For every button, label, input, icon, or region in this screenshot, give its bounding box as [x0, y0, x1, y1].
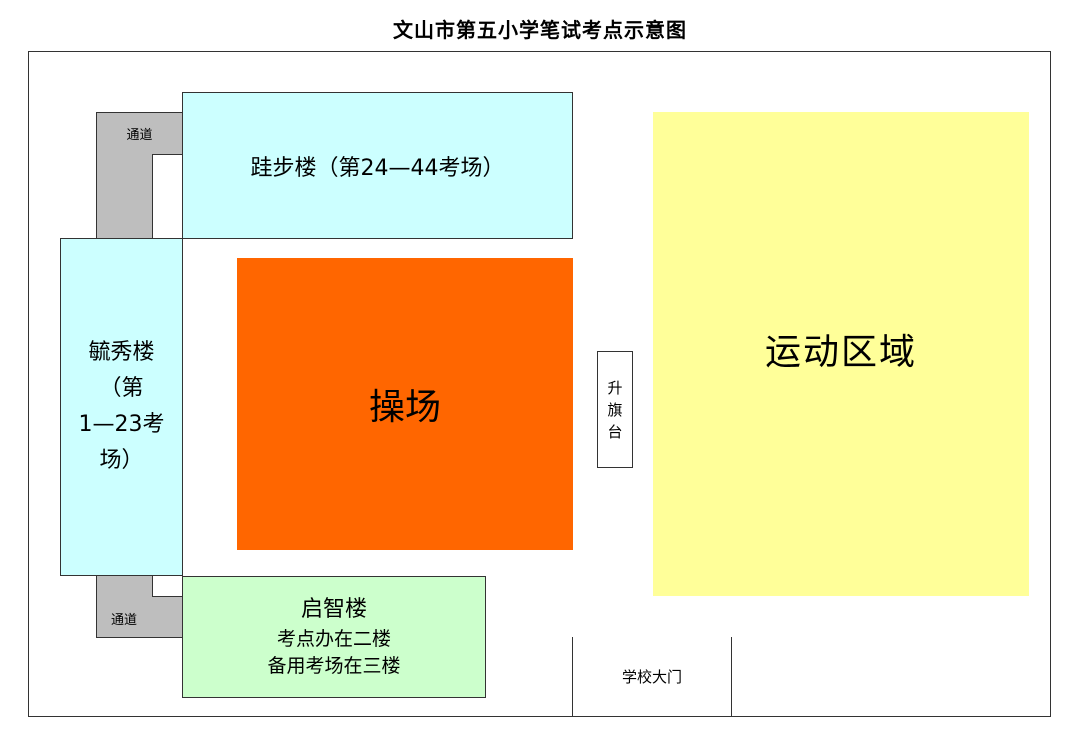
building-yuxiu: 毓秀楼 （第 1—23考 场）: [60, 238, 183, 576]
building-yuxiu-line: 毓秀楼: [88, 340, 155, 365]
building-qizhi-note-2: 备用考场在三楼: [267, 655, 401, 677]
passage-bottom-label: 通道: [110, 613, 137, 628]
passage-bottom-gap: [152, 575, 183, 597]
campus-boundary: [28, 51, 1051, 717]
flag-platform-char: 升: [607, 378, 623, 397]
building-kuibu-label: 跬步楼（第24—44考场）: [250, 155, 505, 181]
flag-platform-char: 台: [607, 422, 623, 441]
passage-top-label: 通道: [126, 128, 153, 143]
flag-platform: 升 旗 台: [597, 351, 633, 468]
playground-label: 操场: [368, 387, 441, 428]
building-yuxiu-line: 1—23考: [78, 412, 165, 437]
page-title: 文山市第五小学笔试考点示意图: [393, 18, 687, 42]
gate-right-post: [731, 637, 732, 717]
building-kuibu: 跬步楼（第24—44考场）: [182, 92, 573, 239]
gate-left-post: [572, 637, 573, 717]
playground: 操场: [237, 258, 573, 550]
sports-area-label: 运动区域: [764, 332, 917, 373]
building-qizhi: 启智楼 考点办在二楼 备用考场在三楼: [182, 576, 486, 698]
building-yuxiu-line: 场）: [99, 448, 144, 473]
building-yuxiu-line: （第: [99, 376, 144, 401]
sports-area: 运动区域: [653, 112, 1029, 596]
passage-top-gap: [152, 154, 183, 239]
school-gate-label: 学校大门: [621, 668, 682, 686]
flag-platform-char: 旗: [607, 400, 623, 419]
building-qizhi-note-1: 考点办在二楼: [276, 628, 391, 650]
building-qizhi-name: 启智楼: [300, 597, 367, 622]
